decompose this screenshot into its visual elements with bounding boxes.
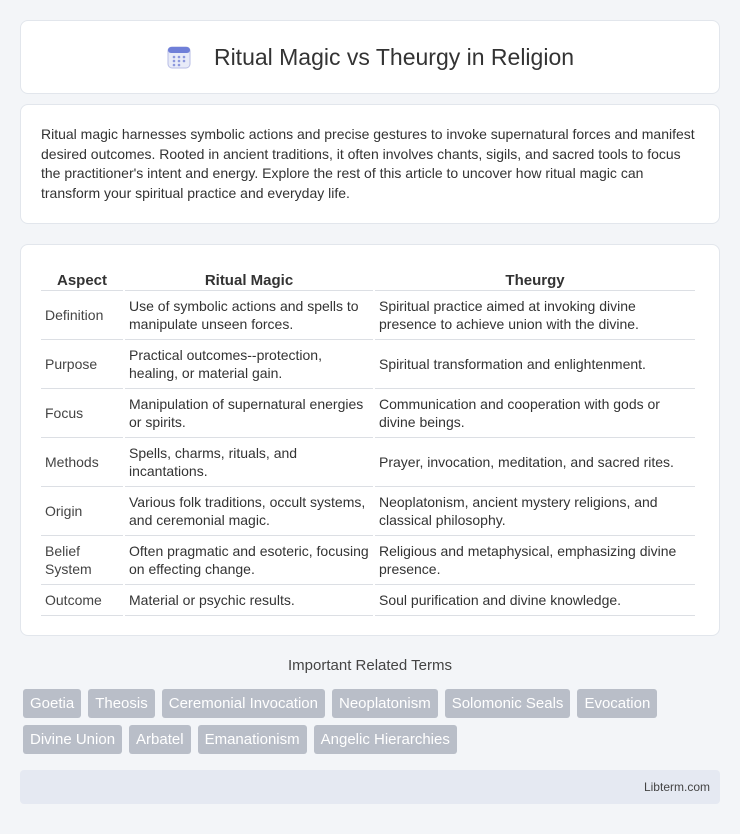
comparison-table: Aspect Ritual Magic Theurgy Definition U…: [39, 265, 697, 616]
term-tag[interactable]: Theosis: [88, 689, 155, 718]
term-tag[interactable]: Emanationism: [197, 725, 307, 754]
intro-text: Ritual magic harnesses symbolic actions …: [41, 126, 695, 201]
header-ritual-magic: Ritual Magic: [125, 265, 373, 291]
row-ritual-magic: Use of symbolic actions and spells to ma…: [125, 291, 373, 340]
row-ritual-magic: Manipulation of supernatural energies or…: [125, 389, 373, 438]
row-theurgy: Spiritual transformation and enlightenme…: [375, 340, 695, 389]
intro-card: Ritual magic harnesses symbolic actions …: [20, 104, 720, 224]
row-ritual-magic: Often pragmatic and esoteric, focusing o…: [125, 536, 373, 585]
table-row: Belief System Often pragmatic and esoter…: [41, 536, 695, 585]
page-title: Ritual Magic vs Theurgy in Religion: [213, 43, 575, 70]
term-tag[interactable]: Evocation: [577, 689, 658, 718]
table-row: Definition Use of symbolic actions and s…: [41, 291, 695, 340]
header-aspect: Aspect: [41, 265, 123, 291]
term-tag[interactable]: Ceremonial Invocation: [161, 689, 325, 718]
related-terms-list: Goetia Theosis Ceremonial Invocation Neo…: [23, 689, 723, 754]
term-tag[interactable]: Solomonic Seals: [444, 689, 571, 718]
term-tag[interactable]: Neoplatonism: [331, 689, 438, 718]
comparison-card: Aspect Ritual Magic Theurgy Definition U…: [20, 244, 720, 636]
footer: Libterm.com: [20, 770, 720, 804]
row-aspect: Methods: [41, 438, 123, 487]
row-theurgy: Prayer, invocation, meditation, and sacr…: [375, 438, 695, 487]
term-tag[interactable]: Arbatel: [129, 725, 191, 754]
row-aspect: Belief System: [41, 536, 123, 585]
row-aspect: Focus: [41, 389, 123, 438]
table-row: Purpose Practical outcomes--protection, …: [41, 340, 695, 389]
calendar-icon: [167, 46, 191, 69]
row-ritual-magic: Various folk traditions, occult systems,…: [125, 487, 373, 536]
table-row: Origin Various folk traditions, occult s…: [41, 487, 695, 536]
header-card: Ritual Magic vs Theurgy in Religion: [20, 20, 720, 94]
row-ritual-magic: Practical outcomes--protection, healing,…: [125, 340, 373, 389]
row-theurgy: Spiritual practice aimed at invoking div…: [375, 291, 695, 340]
table-row: Outcome Material or psychic results. Sou…: [41, 585, 695, 616]
row-aspect: Origin: [41, 487, 123, 536]
row-theurgy: Religious and metaphysical, emphasizing …: [375, 536, 695, 585]
row-aspect: Purpose: [41, 340, 123, 389]
term-tag[interactable]: Angelic Hierarchies: [313, 725, 457, 754]
row-theurgy: Soul purification and divine knowledge.: [375, 585, 695, 616]
term-tag[interactable]: Goetia: [23, 689, 82, 718]
footer-brand-link[interactable]: Libterm.com: [643, 780, 710, 794]
table-row: Methods Spells, charms, rituals, and inc…: [41, 438, 695, 487]
row-theurgy: Communication and cooperation with gods …: [375, 389, 695, 438]
row-theurgy: Neoplatonism, ancient mystery religions,…: [375, 487, 695, 536]
row-aspect: Definition: [41, 291, 123, 340]
row-ritual-magic: Spells, charms, rituals, and incantation…: [125, 438, 373, 487]
term-tag[interactable]: Divine Union: [23, 725, 123, 754]
row-aspect: Outcome: [41, 585, 123, 616]
table-row: Focus Manipulation of supernatural energ…: [41, 389, 695, 438]
row-ritual-magic: Material or psychic results.: [125, 585, 373, 616]
related-terms-title: Important Related Terms: [288, 657, 452, 674]
header-theurgy: Theurgy: [375, 265, 695, 291]
